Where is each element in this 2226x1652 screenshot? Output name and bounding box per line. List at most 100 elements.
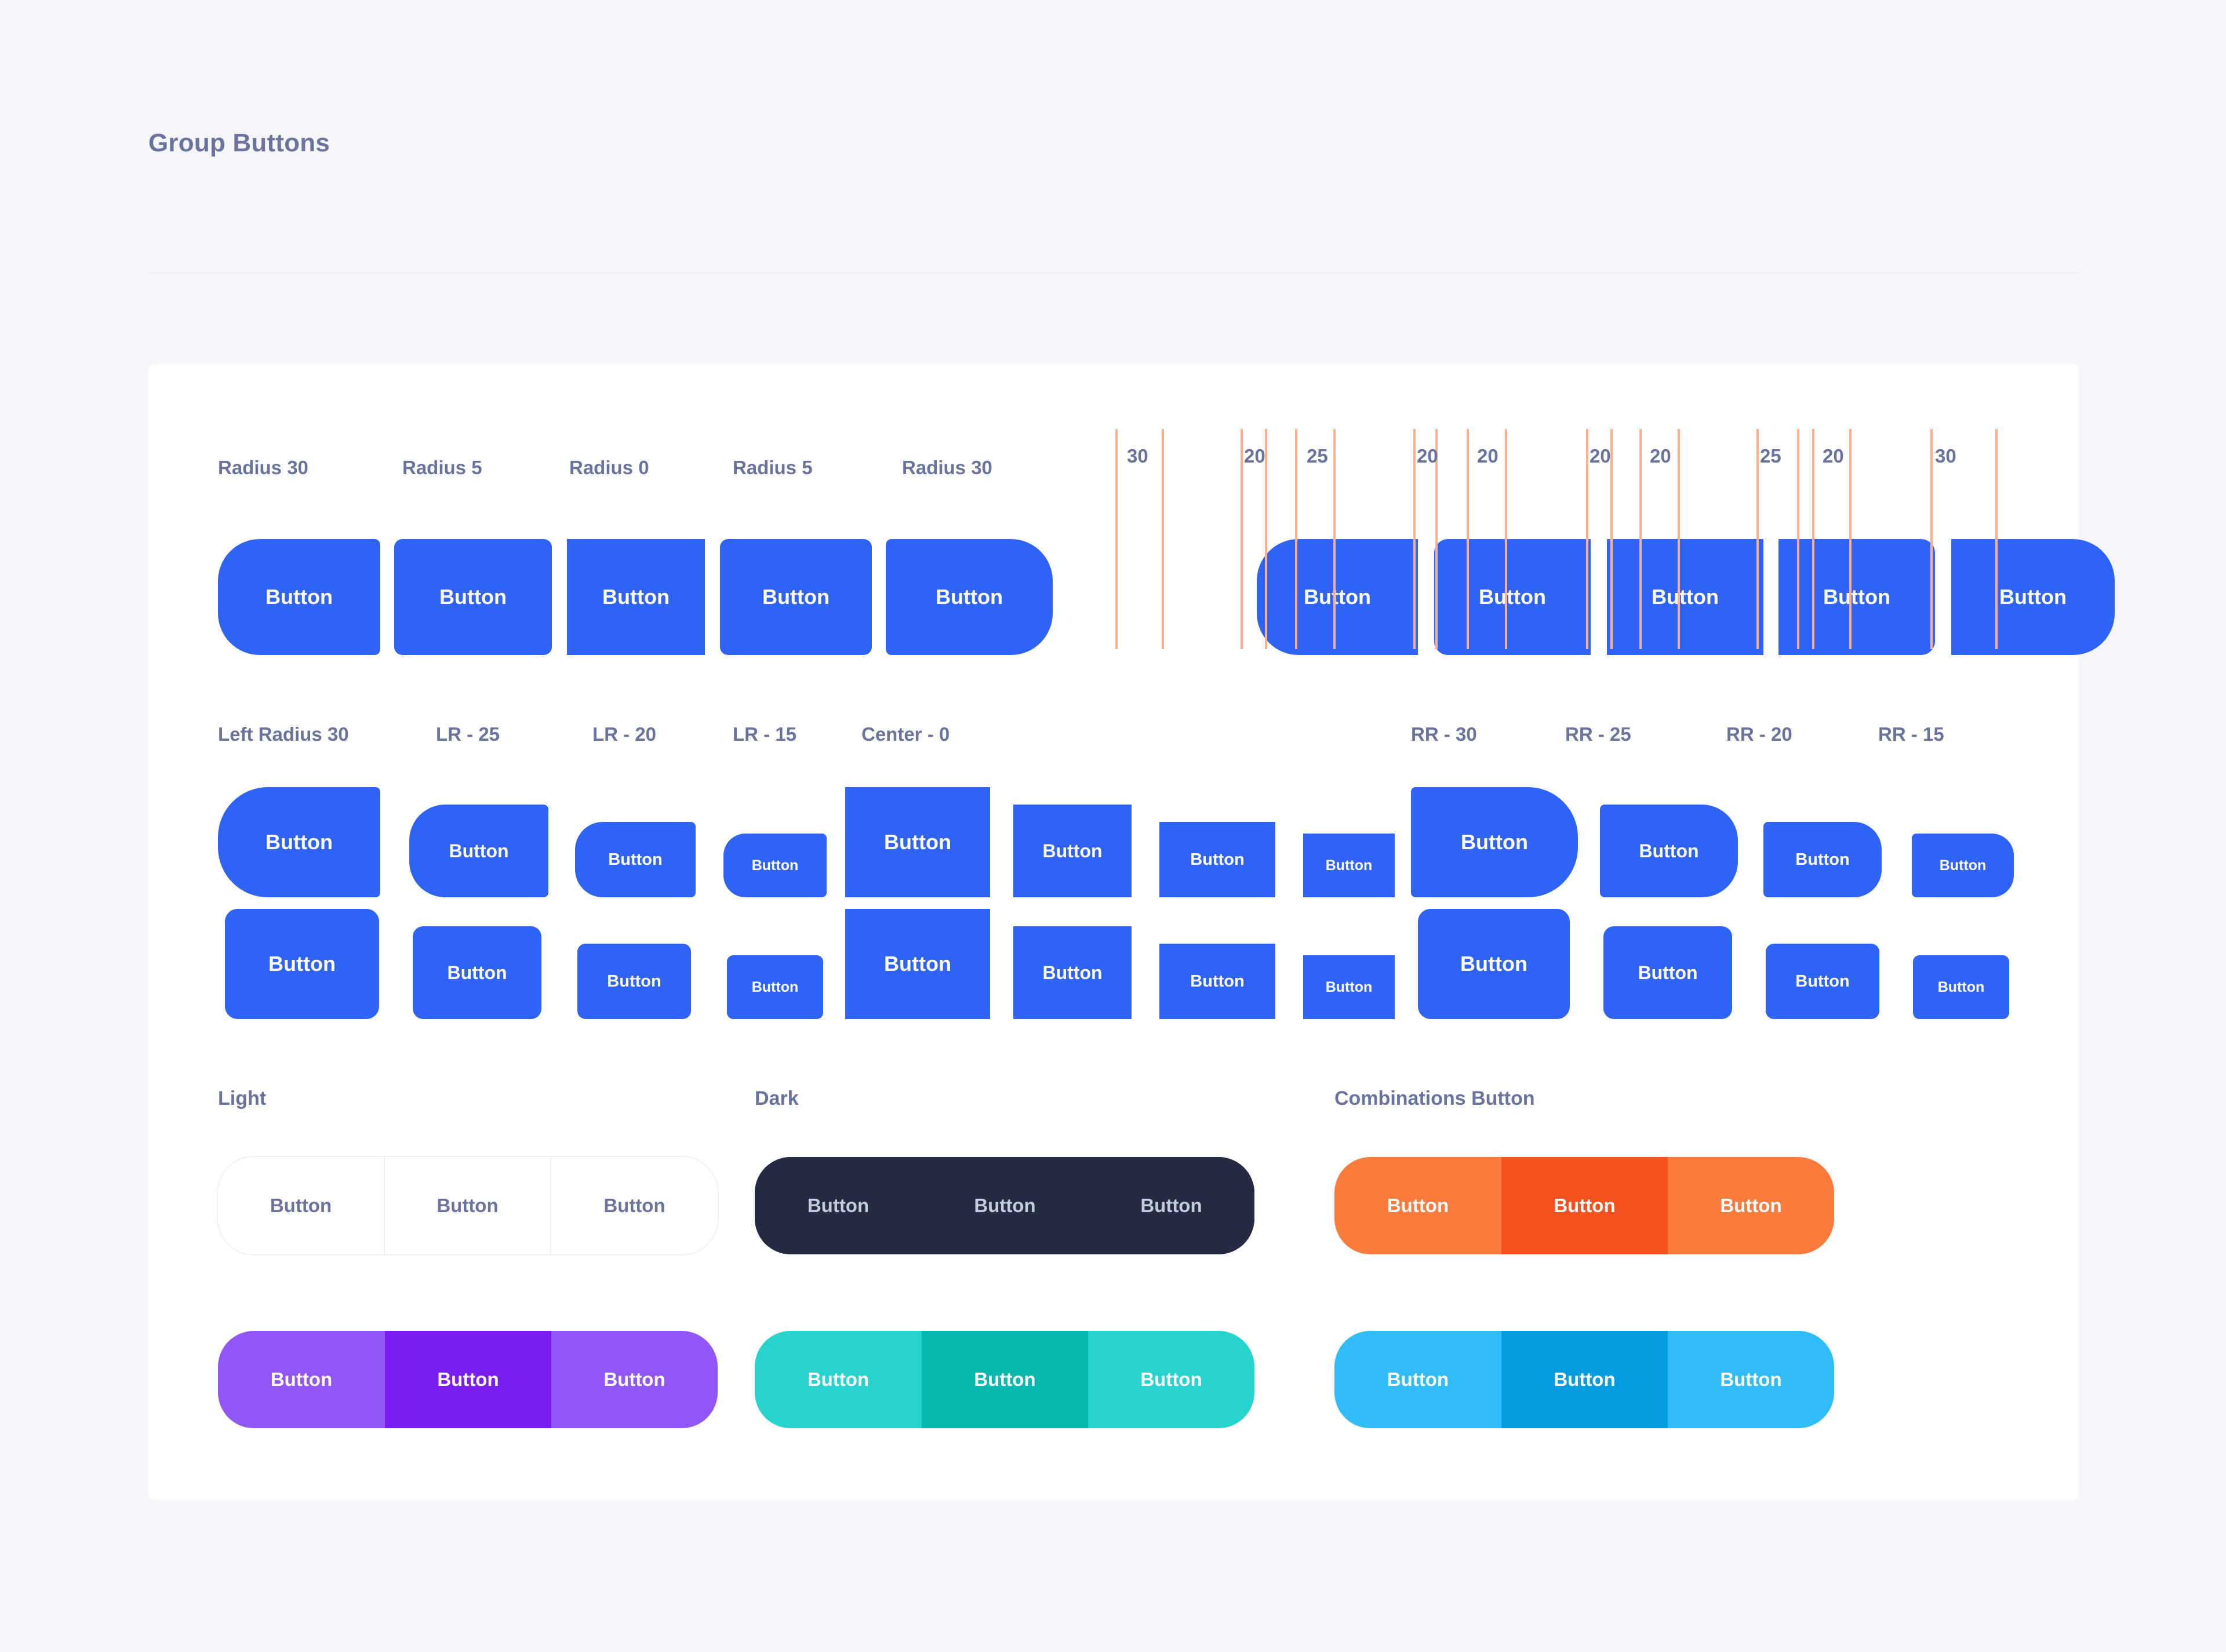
label-radius-5-b: Radius 5 [733,457,813,478]
purple-button-2[interactable]: Button [385,1331,551,1428]
guide-line-15 [1756,429,1759,649]
measure-value-20-d: 20 [1590,445,1611,467]
button-lr-30[interactable]: Button [218,787,380,897]
guide-line-12 [1610,429,1613,649]
teal-button-3[interactable]: Button [1088,1331,1254,1428]
label-radius-30-b: Radius 30 [902,457,992,478]
measured-button-5[interactable]: Button [1951,539,2115,655]
dark-button-1[interactable]: Button [755,1157,922,1254]
label-lr-20: LR - 20 [592,723,657,745]
button-center-0-d[interactable]: Button [1303,834,1395,897]
combinations-button-1[interactable]: Button [1334,1157,1501,1254]
guide-line-3 [1241,429,1243,649]
button-center-0-b[interactable]: Button [1013,805,1132,897]
guide-line-19 [1930,429,1933,649]
purple-button-group: Button Button Button [218,1331,718,1428]
combinations-button-3[interactable]: Button [1668,1157,1834,1254]
label-lr-25: LR - 25 [436,723,500,745]
guide-line-2 [1162,429,1164,649]
page-title: Group Buttons [148,129,330,157]
skyblue-button-1[interactable]: Button [1334,1331,1501,1428]
section-title-dark: Dark [755,1087,799,1109]
light-button-2[interactable]: Button [385,1157,551,1254]
button-lr-20[interactable]: Button [575,822,696,897]
section-title-light: Light [218,1087,267,1109]
button-center-0-a[interactable]: Button [845,787,990,897]
measure-value-20-c: 20 [1477,445,1498,467]
teal-button-1[interactable]: Button [755,1331,922,1428]
button-rr-20[interactable]: Button [1763,822,1882,897]
label-radius-30-a: Radius 30 [218,457,308,478]
measure-value-20-e: 20 [1650,445,1671,467]
combinations-button-2[interactable]: Button [1501,1157,1668,1254]
label-rr-15: RR - 15 [1878,723,1944,745]
guide-line-20 [1995,429,1998,649]
button-radius-0[interactable]: Button [567,539,705,655]
skyblue-button-group: Button Button Button [1334,1331,1834,1428]
measure-value-25-a: 25 [1307,445,1328,467]
button-radius-5-a[interactable]: Button [394,539,552,655]
button-lr-15[interactable]: Button [723,834,827,897]
button-rr-25[interactable]: Button [1600,805,1738,897]
label-lr-15: LR - 15 [733,723,797,745]
button-lr-25[interactable]: Button [409,805,548,897]
button-rr-15[interactable]: Button [1912,834,2014,897]
button-rr-30[interactable]: Button [1411,787,1578,897]
guide-line-18 [1849,429,1852,649]
purple-button-3[interactable]: Button [551,1331,718,1428]
measure-value-30-b: 30 [1935,445,1956,467]
guide-line-16 [1797,429,1799,649]
purple-button-1[interactable]: Button [218,1331,385,1428]
combinations-button-group: Button Button Button [1334,1157,1834,1254]
measure-value-20-b: 20 [1417,445,1438,467]
measure-value-30-a: 30 [1127,445,1148,467]
button-row2b-5[interactable]: Button [845,909,990,1019]
button-row2b-10[interactable]: Button [1603,926,1732,1019]
teal-button-group: Button Button Button [755,1331,1254,1428]
guide-line-11 [1586,429,1588,649]
button-radius-30-left[interactable]: Button [218,539,380,655]
label-rr-20: RR - 20 [1726,723,1792,745]
button-row2b-2[interactable]: Button [413,926,541,1019]
button-row2b-3[interactable]: Button [577,944,691,1019]
guide-line-13 [1639,429,1642,649]
measure-value-20-a: 20 [1244,445,1265,467]
teal-button-2[interactable]: Button [922,1331,1088,1428]
button-row2b-12[interactable]: Button [1913,955,2009,1019]
dark-button-3[interactable]: Button [1088,1157,1254,1254]
guide-line-4 [1265,429,1267,649]
button-radius-5-b[interactable]: Button [720,539,872,655]
dark-button-group: Button Button Button [755,1157,1254,1254]
button-center-0-c[interactable]: Button [1159,822,1275,897]
guide-line-5 [1295,429,1297,649]
skyblue-button-3[interactable]: Button [1668,1331,1834,1428]
measured-button-2[interactable]: Button [1434,539,1591,655]
label-center-0: Center - 0 [861,723,950,745]
button-row2b-8[interactable]: Button [1303,955,1395,1019]
section-title-combinations: Combinations Button [1334,1087,1535,1109]
guide-line-6 [1333,429,1336,649]
skyblue-button-2[interactable]: Button [1501,1331,1668,1428]
light-button-3[interactable]: Button [551,1157,718,1254]
button-row2b-6[interactable]: Button [1013,926,1132,1019]
label-radius-0: Radius 0 [569,457,649,478]
guide-line-10 [1505,429,1507,649]
button-radius-30-right[interactable]: Button [886,539,1053,655]
guide-line-1 [1115,429,1118,649]
measured-button-1[interactable]: Button [1257,539,1418,655]
measure-value-20-f: 20 [1823,445,1844,467]
button-row2b-9[interactable]: Button [1418,909,1570,1019]
button-row2b-4[interactable]: Button [727,955,823,1019]
guide-line-8 [1435,429,1438,649]
light-button-group: Button Button Button [218,1157,718,1254]
measured-button-4[interactable]: Button [1778,539,1935,655]
button-row2b-11[interactable]: Button [1766,944,1879,1019]
light-button-1[interactable]: Button [218,1157,385,1254]
measured-button-3[interactable]: Button [1607,539,1763,655]
button-row2b-1[interactable]: Button [225,909,379,1019]
label-rr-30: RR - 30 [1411,723,1477,745]
dark-button-2[interactable]: Button [922,1157,1088,1254]
label-rr-25: RR - 25 [1565,723,1631,745]
button-row2b-7[interactable]: Button [1159,944,1275,1019]
guide-line-14 [1678,429,1680,649]
